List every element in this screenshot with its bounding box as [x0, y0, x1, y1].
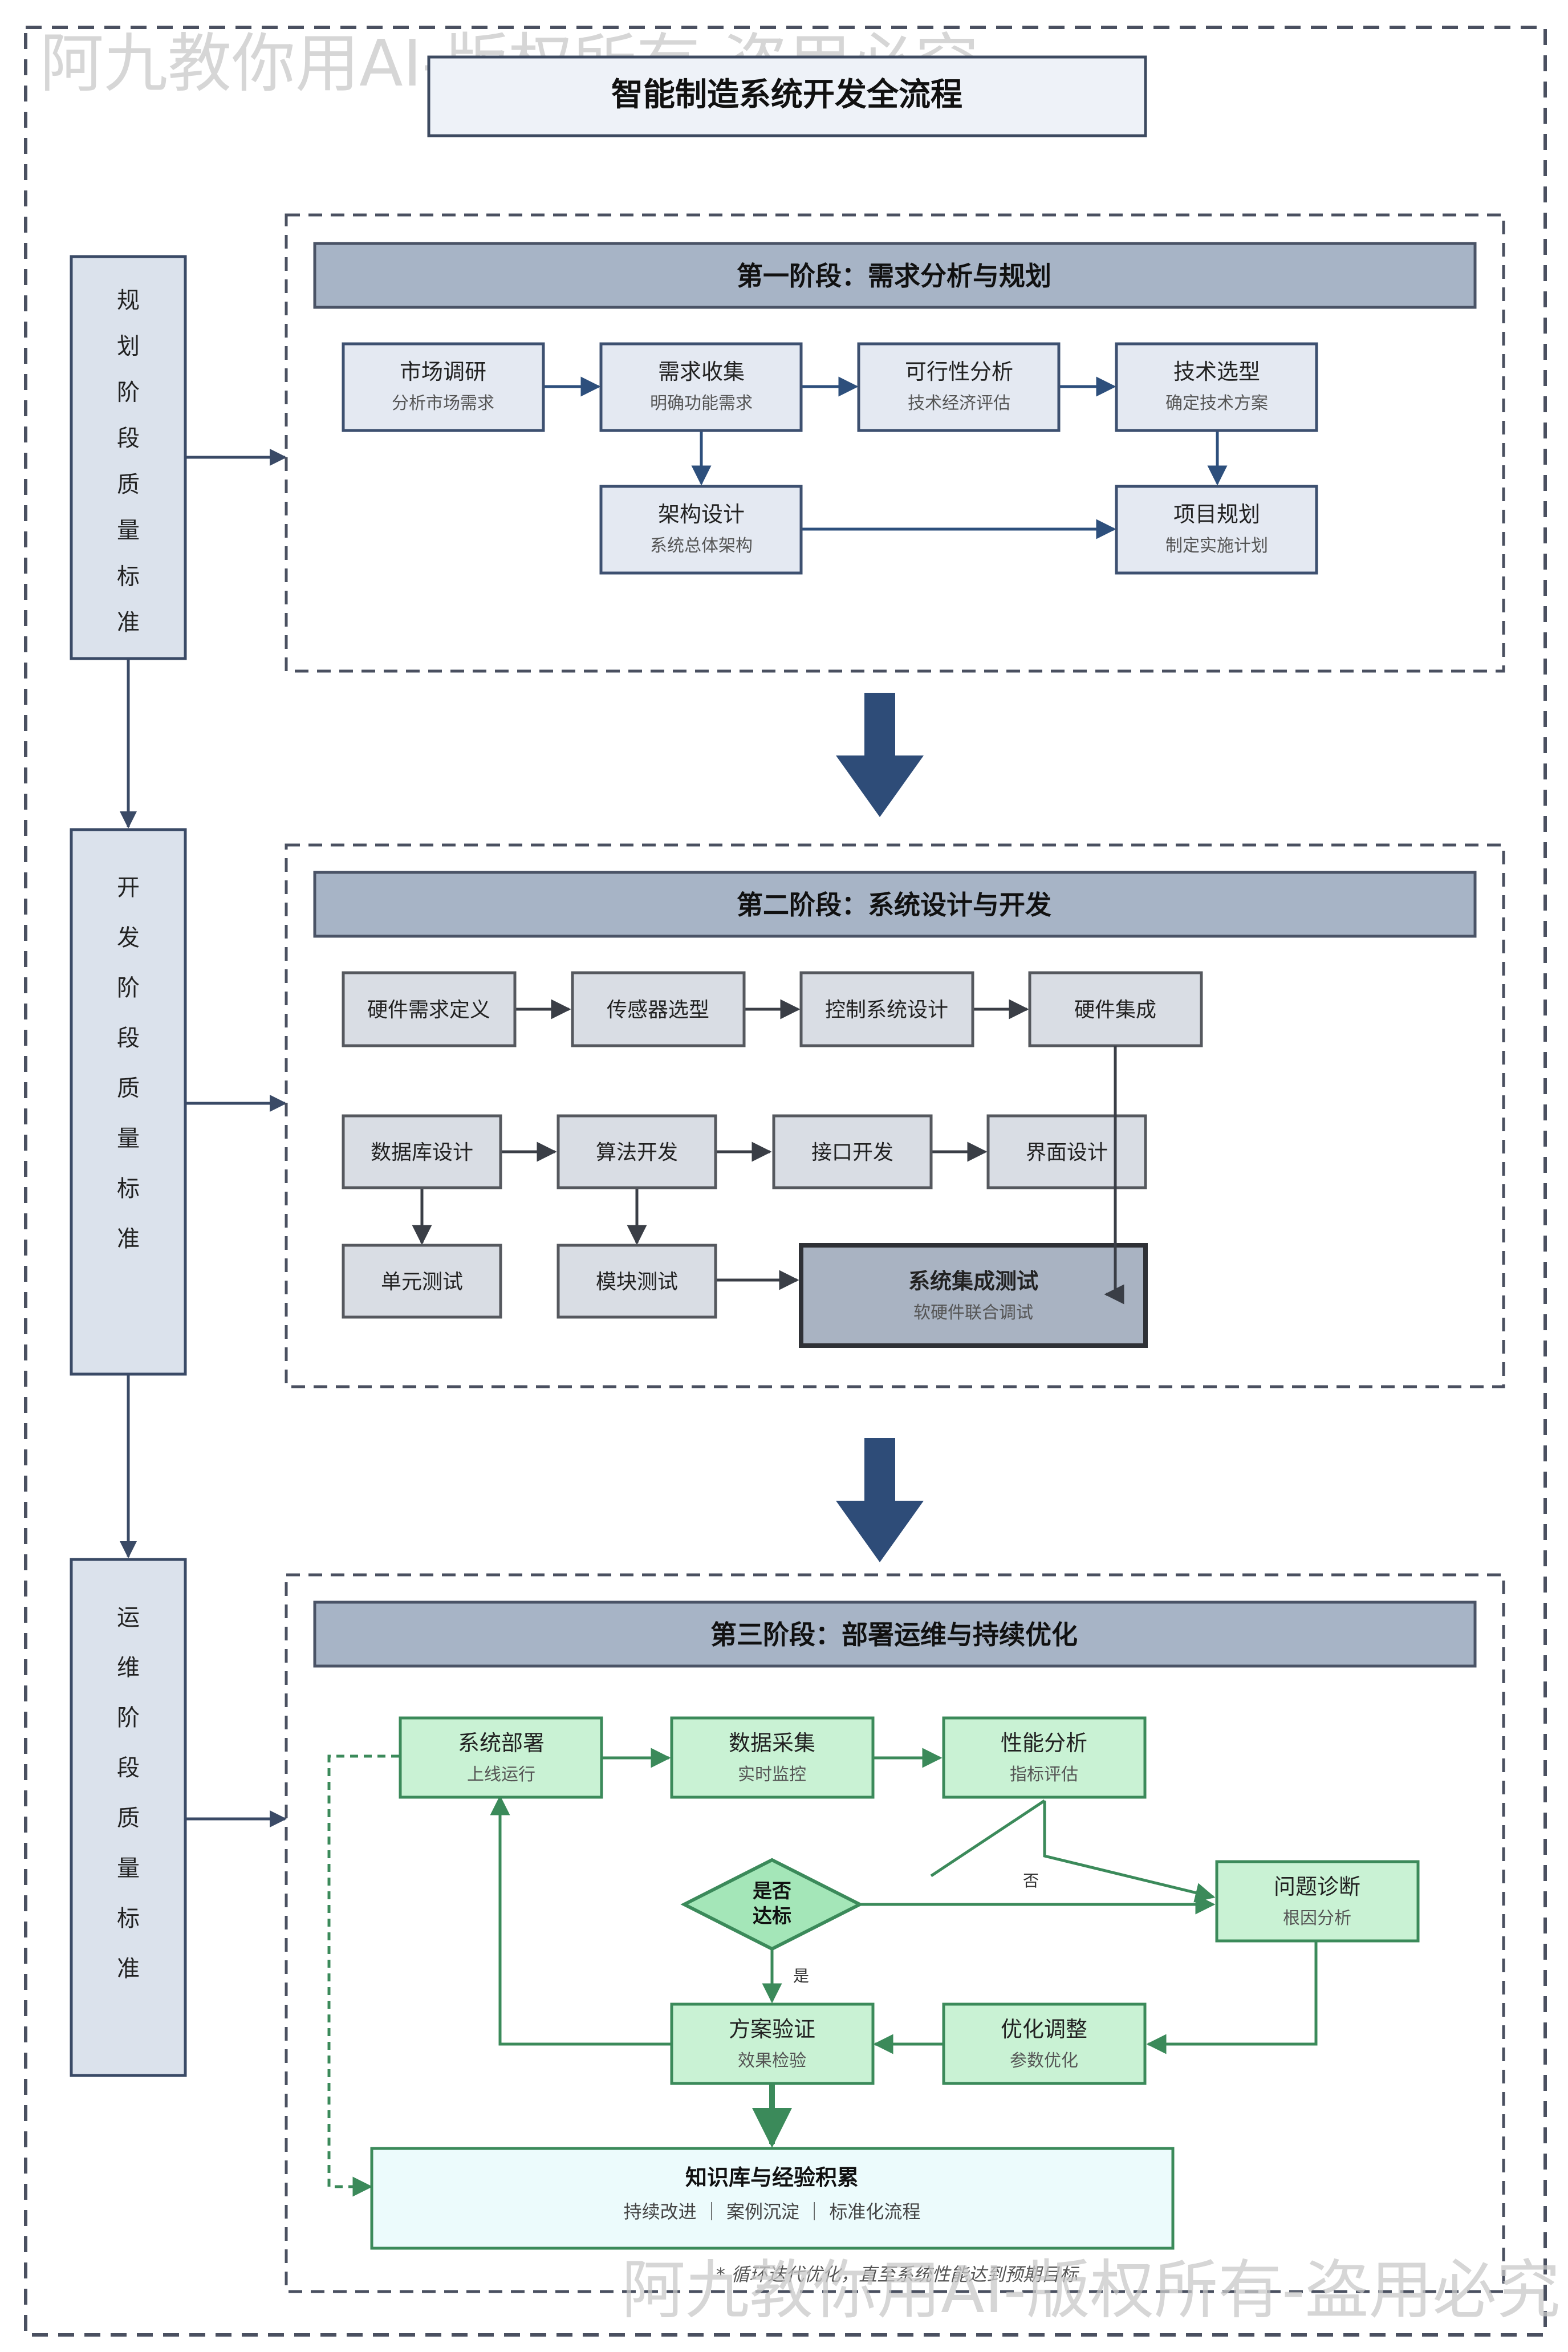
- phase1-frame: [285, 213, 1505, 673]
- node-title: 可行性分析: [905, 359, 1013, 384]
- node-control-system-design: 控制系统设计: [799, 971, 974, 1047]
- node-subtitle: 上线运行: [467, 1765, 535, 1785]
- phase2-edges: [412, 999, 1029, 1290]
- node-title: 方案验证: [729, 2017, 815, 2042]
- phase-transition-arrow-1: [836, 693, 924, 817]
- node-subtitle: 系统总体架构: [650, 536, 753, 556]
- node-title: 系统集成测试: [908, 1269, 1038, 1294]
- quality-label-development-text: 开发阶段质量标准: [117, 875, 140, 1252]
- node-title: 问题诊断: [1274, 1874, 1360, 1899]
- node-interface-development: 接口开发: [772, 1114, 933, 1189]
- node-title: 需求收集: [658, 359, 745, 384]
- side-connectors: [120, 449, 287, 1827]
- main-title: 智能制造系统开发全流程: [611, 76, 962, 113]
- node-title: 优化调整: [1001, 2017, 1087, 2042]
- node-title: 数据库设计: [371, 1141, 473, 1164]
- node-solution-verification: 方案验证 效果检验: [670, 2002, 875, 2085]
- node-title: 算法开发: [596, 1141, 678, 1164]
- node-title: 模块测试: [596, 1270, 678, 1294]
- edge-hwint-to-sit: [1104, 1046, 1124, 1305]
- node-market-research: 市场调研 分析市场需求: [342, 342, 545, 432]
- quality-label-planning-text: 规划阶段质量标准: [117, 287, 140, 636]
- edge-deploy-to-knowledge-dashed: [327, 1754, 399, 2197]
- node-knowledge-base: 知识库与经验积累 持续改进 ｜ 案例沉淀 ｜ 标准化流程: [370, 2147, 1175, 2250]
- node-title: 接口开发: [811, 1141, 893, 1164]
- node-subtitle: 软硬件联合调试: [913, 1303, 1033, 1323]
- node-title: 界面设计: [1026, 1141, 1108, 1164]
- node-title: 知识库与经验积累: [685, 2165, 859, 2190]
- node-architecture-design: 架构设计 系统总体架构: [599, 485, 803, 575]
- node-subtitle: 确定技术方案: [1165, 393, 1268, 413]
- node-performance-analysis: 性能分析 指标评估: [942, 1716, 1147, 1799]
- node-title: 硬件集成: [1074, 998, 1156, 1022]
- node-subtitle: 技术经济评估: [908, 393, 1010, 413]
- decision-line2: 达标: [753, 1905, 791, 1928]
- node-feasibility-analysis: 可行性分析 技术经济评估: [857, 342, 1061, 432]
- phase3-title: 第三阶段：部署运维与持续优化: [710, 1619, 1078, 1650]
- node-system-integration-test: 系统集成测试 软硬件联合调试: [799, 1243, 1148, 1348]
- node-subtitle: 参数优化: [1010, 2051, 1078, 2071]
- node-hardware-integration: 硬件集成: [1028, 971, 1203, 1047]
- node-problem-diagnosis: 问题诊断 根因分析: [1215, 1860, 1420, 1943]
- node-title: 架构设计: [658, 502, 745, 527]
- phase3-header: 第三阶段：部署运维与持续优化: [313, 1601, 1477, 1668]
- decision-line1: 是否: [753, 1880, 791, 1903]
- node-title: 技术选型: [1173, 359, 1260, 384]
- node-subtitle: 根因分析: [1283, 1908, 1351, 1928]
- quality-label-operations-text: 运维阶段质量标准: [117, 1604, 140, 1982]
- phase-transition-arrow-2: [836, 1438, 924, 1562]
- node-title: 数据采集: [729, 1731, 815, 1756]
- node-title: 控制系统设计: [825, 998, 948, 1022]
- node-optimization-adjustment: 优化调整 参数优化: [942, 2002, 1147, 2085]
- node-title: 性能分析: [1001, 1731, 1087, 1756]
- node-data-collection: 数据采集 实时监控: [670, 1716, 875, 1799]
- node-ui-design: 界面设计: [986, 1114, 1147, 1189]
- phase3-frame: [285, 1573, 1505, 2293]
- node-subtitle: 效果检验: [738, 2051, 806, 2071]
- node-subtitle: 持续改进 ｜ 案例沉淀 ｜ 标准化流程: [624, 2201, 921, 2223]
- node-requirement-collection: 需求收集 明确功能需求: [599, 342, 803, 432]
- phase3-edges: [490, 1748, 1318, 2148]
- phase1-edges: [543, 376, 1228, 539]
- node-system-deployment: 系统部署 上线运行: [399, 1716, 603, 1799]
- node-title: 市场调研: [400, 359, 486, 384]
- node-database-design: 数据库设计: [342, 1114, 502, 1189]
- footnote: * 循环迭代优化，直至系统性能达到预期目标: [716, 2264, 1079, 2285]
- quality-label-planning: 规划阶段质量标准: [70, 255, 187, 660]
- node-title: 硬件需求定义: [367, 998, 490, 1022]
- phase2-frame: [285, 843, 1505, 1388]
- node-title: 系统部署: [458, 1731, 545, 1756]
- edge-label-yes: 是: [793, 1967, 809, 1985]
- node-project-planning: 项目规划 制定实施计划: [1115, 485, 1318, 575]
- node-title: 传感器选型: [607, 998, 709, 1022]
- node-algorithm-development: 算法开发: [556, 1114, 717, 1189]
- node-subtitle: 指标评估: [1010, 1765, 1078, 1785]
- node-subtitle: 实时监控: [738, 1765, 806, 1785]
- watermark-bottom: 阿九教你用AI-版权所有-盗用必究: [621, 2253, 1560, 2327]
- phase2-title: 第二阶段：系统设计与开发: [737, 889, 1051, 920]
- phase2-header: 第二阶段：系统设计与开发: [313, 871, 1477, 938]
- node-title: 项目规划: [1173, 502, 1260, 527]
- edge-label-no: 否: [1023, 1871, 1039, 1890]
- node-sensor-selection: 传感器选型: [571, 971, 746, 1047]
- node-unit-test: 单元测试: [342, 1244, 502, 1319]
- node-module-test: 模块测试: [556, 1244, 717, 1319]
- quality-label-operations: 运维阶段质量标准: [70, 1558, 187, 2077]
- decision-target-met: 是否 达标: [680, 1858, 864, 1951]
- quality-label-development: 开发阶段质量标准: [70, 828, 187, 1376]
- node-subtitle: 明确功能需求: [650, 393, 753, 413]
- phase1-title: 第一阶段：需求分析与规划: [737, 261, 1051, 291]
- phase1-header: 第一阶段：需求分析与规划: [313, 242, 1477, 309]
- node-title: 单元测试: [381, 1270, 463, 1294]
- node-technology-selection: 技术选型 确定技术方案: [1115, 342, 1318, 432]
- node-subtitle: 制定实施计划: [1165, 536, 1268, 556]
- node-subtitle: 分析市场需求: [392, 393, 494, 413]
- node-hardware-requirements: 硬件需求定义: [342, 971, 517, 1047]
- main-title-box: 智能制造系统开发全流程: [427, 55, 1147, 137]
